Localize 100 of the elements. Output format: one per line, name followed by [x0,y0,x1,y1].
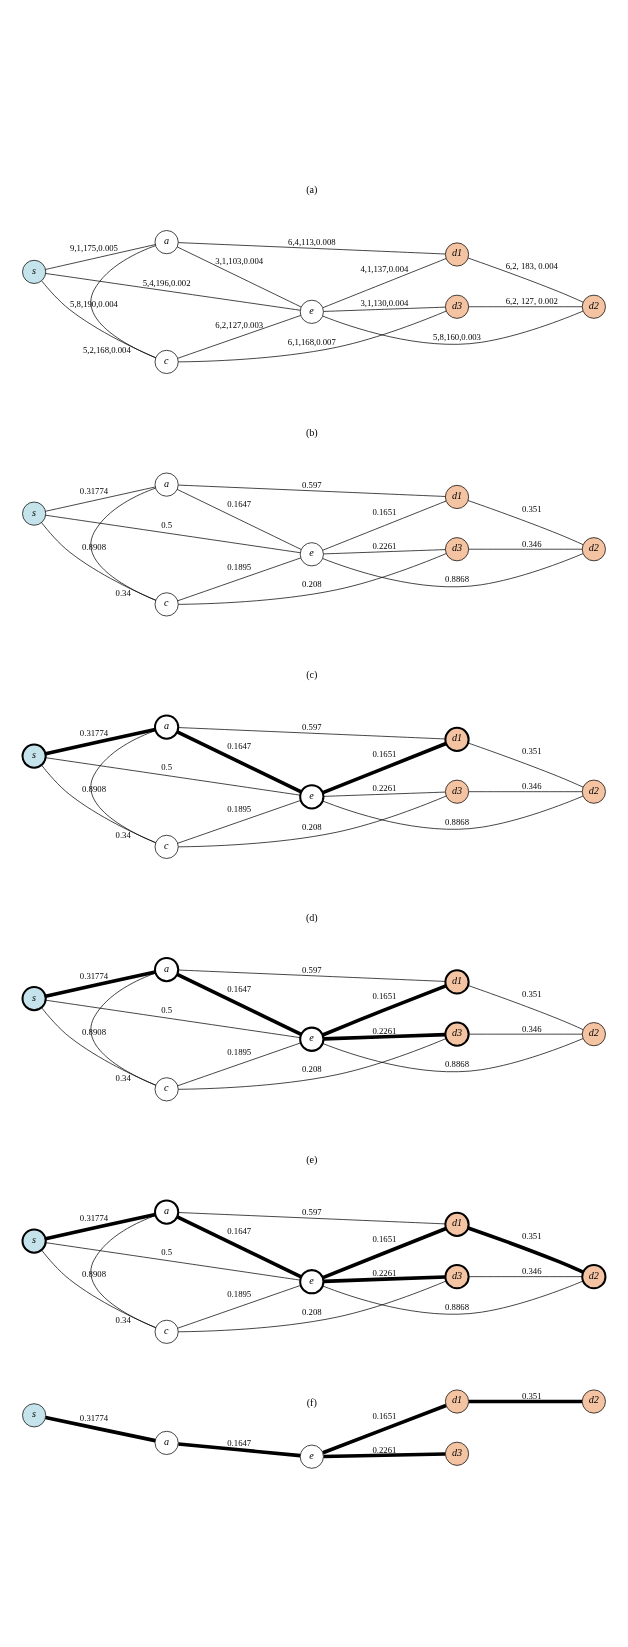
connector [177,799,302,844]
connector [45,969,156,998]
edge-label: 6,2,127,0.003 [215,319,264,330]
edge-label: 0.8908 [82,783,106,794]
connector [178,1441,301,1457]
edge-label: 0.351 [522,1230,542,1241]
connector [41,1006,157,1086]
edge-label: 0.8908 [82,541,106,552]
edge-label: 0.1647 [227,1225,252,1236]
connector [468,305,583,307]
edge-label: 0.8868 [445,1301,469,1312]
edge-label: 0.351 [522,745,542,756]
label: (f) [306,1396,317,1408]
edge-label: 0.34 [115,587,131,598]
connector [322,257,447,308]
edge-label: 0.1647 [227,1437,252,1448]
node-circle: c [154,1076,179,1101]
edge-label: 0.31774 [79,970,109,981]
connector [41,1249,157,1328]
edge-label: 0.1651 [372,1410,397,1421]
connector [177,726,446,739]
edge-label: 0.8908 [82,1268,106,1279]
edge-label: 0.597 [302,1206,322,1217]
edge-label: 6,2, 127, 0.002 [505,295,558,306]
edge-label: 0.1647 [227,498,252,509]
connector [322,983,447,1037]
connector [177,310,447,362]
label: (c) [306,668,318,680]
edge-label: 0.1651 [372,990,397,1001]
edge-label: 9,1,175,0.005 [70,242,118,253]
edge-label: 0.8868 [445,816,469,827]
edge-label: 0.597 [302,479,322,490]
node-circle: a [154,713,180,740]
connector [177,552,447,605]
connector [468,790,583,792]
node-circle: a [154,1430,179,1455]
connector [177,241,446,254]
node-circle: e [299,299,324,324]
node-circle: s [21,985,47,1011]
connector [322,1037,584,1072]
node-circle: d2 [581,779,606,804]
connector [177,557,302,601]
node-circle: e [299,783,325,809]
node-circle: s [22,259,47,284]
edge-label: 0.1895 [227,1288,252,1299]
connector [45,999,301,1038]
edge-label: 0.5 [161,1246,173,1257]
edge-label: 0.1651 [372,506,397,517]
connector [176,972,302,1036]
node-circle: d1 [444,726,470,752]
edge-label: 0.208 [302,578,322,589]
connector [45,756,301,795]
node-circle: e [299,1026,325,1052]
edge-label: 5,4,196,0.002 [142,277,191,288]
edge-label: 0.597 [302,721,322,732]
edge-label: 0.208 [302,1306,322,1317]
connector [177,1284,302,1329]
connector [322,1226,447,1279]
edge-label: 0.34 [115,1314,131,1325]
edge-label: 0.8868 [445,573,469,584]
node-circle: d2 [581,1263,607,1289]
connector [322,310,584,345]
connector [468,1033,583,1035]
edge-label: 0.5 [161,1004,173,1015]
connector [467,984,584,1030]
edge-label: 0.2261 [372,1267,397,1278]
edge-label: 0.1895 [227,561,252,572]
node-circle: d2 [581,1389,606,1413]
connector [177,969,446,982]
edge-label: 3,1,130,0.004 [360,297,409,308]
node-circle: d2 [581,1021,606,1046]
connector [468,1275,583,1277]
node-circle: s [21,743,47,769]
edge-label: 0.2261 [372,1025,397,1036]
connector [322,1403,447,1454]
edge-label: 0.1651 [372,1233,397,1244]
edge-label: 0.8868 [445,1058,469,1069]
edge-label: 0.2261 [372,540,397,551]
connector [177,1042,302,1086]
edge-label: 0.346 [522,1023,542,1034]
connector [177,795,447,847]
edge-label: 0.2261 [372,1444,397,1455]
node-circle: a [154,229,179,254]
edge-label: 5,8,160,0.003 [433,331,481,342]
label: (d) [305,911,318,923]
node-circle: d2 [581,294,606,319]
connector [41,521,157,601]
edge-label: 0.1895 [227,1046,252,1057]
label: (a) [306,183,318,195]
node-circle: a [154,956,180,982]
edge-label: 0.2261 [372,782,397,793]
connector [45,486,156,512]
node-circle: d3 [445,779,469,804]
edge-label: 0.1651 [372,748,397,759]
edge-label: 0.208 [302,1063,322,1074]
edge-label: 0.5 [161,761,173,772]
connector [41,280,157,358]
node-circle: a [154,1198,180,1225]
edge-label: 6,4,113,0.008 [288,236,336,247]
node-circle: d3 [445,294,469,319]
